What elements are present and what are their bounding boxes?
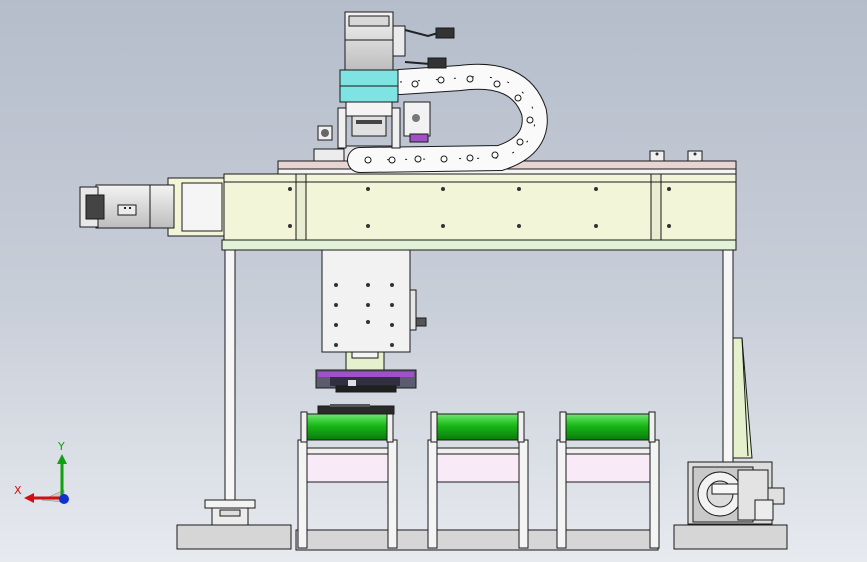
conveyor-station-2 — [427, 411, 529, 549]
rail-end-brackets — [649, 150, 703, 162]
left-base-block — [176, 524, 292, 550]
right-base-block — [673, 524, 788, 550]
center-base-stand — [295, 529, 659, 551]
left-leg — [204, 247, 256, 526]
z-axis-carriage — [321, 249, 427, 371]
x-axis-servo-motor — [79, 177, 225, 237]
coordinate-triad: Y X — [14, 440, 84, 510]
x-axis-label: X — [14, 484, 22, 497]
gripper-head — [315, 369, 417, 393]
cable-drag-chain — [347, 63, 548, 173]
z-axis-motor-tower — [337, 11, 455, 149]
y-axis-label: Y — [58, 440, 65, 453]
right-leg — [722, 247, 753, 464]
right-gear-motor — [687, 461, 785, 525]
workpiece-on-conveyor — [317, 404, 395, 415]
axis-triad-icon — [24, 454, 69, 504]
conveyor-station-1 — [297, 411, 398, 549]
conveyor-station-3 — [556, 411, 660, 549]
x-axis-beam — [221, 173, 737, 251]
